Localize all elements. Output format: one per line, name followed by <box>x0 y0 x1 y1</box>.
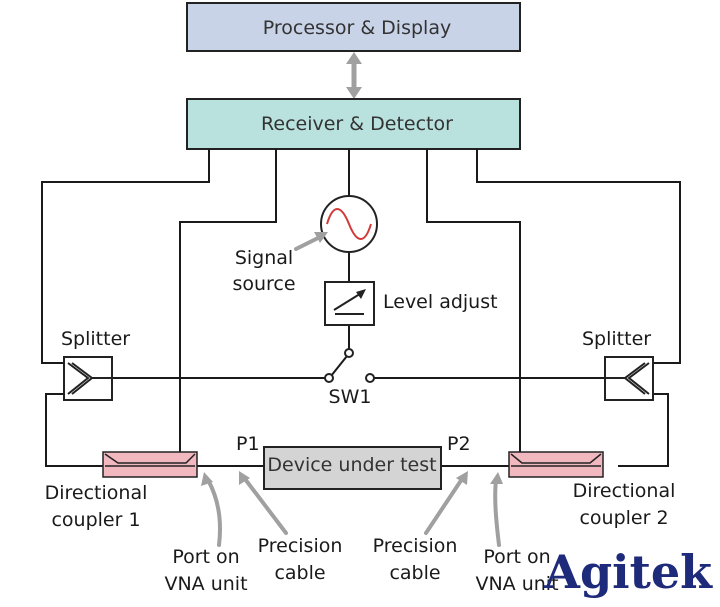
p1-label: P1 <box>236 433 260 455</box>
splitter-left-label: Splitter <box>61 328 130 350</box>
pointer-arrows <box>201 232 503 547</box>
signal-source-label-1: Signal <box>235 247 293 269</box>
processor-display-label: Processor & Display <box>263 17 451 39</box>
port-right-label-1: Port on <box>483 546 550 568</box>
sw1-switch <box>324 348 375 383</box>
receiver-detector-block: Receiver & Detector <box>186 98 521 150</box>
coupler-right-label-2: coupler 2 <box>579 507 668 529</box>
dut-label: Device under test <box>267 454 436 476</box>
cable-right-label-2: cable <box>389 562 440 584</box>
cable-left-label-2: cable <box>274 562 325 584</box>
text-labels: Signal source Level adjust Splitter Spli… <box>45 247 676 595</box>
receiver-detector-label: Receiver & Detector <box>261 113 453 135</box>
splitter-right-label: Splitter <box>582 328 651 350</box>
agitek-logo: Agitek <box>543 545 713 599</box>
bus-double-arrow <box>346 52 362 99</box>
signal-source <box>320 195 378 253</box>
port-left-label-2: VNA unit <box>164 573 247 595</box>
coupler-right-label-1: Directional <box>573 480 676 502</box>
sw1-label: SW1 <box>329 386 372 408</box>
p2-label: P2 <box>447 433 471 455</box>
port-left-label-1: Port on <box>172 546 239 568</box>
coupler-left-label-2: coupler 1 <box>51 509 140 531</box>
port-right-label-2: VNA unit <box>475 573 558 595</box>
level-adjust-box <box>324 281 375 326</box>
wiring <box>41 149 681 467</box>
splitter-left-symbol <box>63 356 113 401</box>
cable-left-label-1: Precision <box>258 535 343 557</box>
coupler-left-symbol <box>102 451 198 478</box>
coupler-left-label-1: Directional <box>45 482 148 504</box>
signal-source-label-2: source <box>232 273 295 295</box>
dut-block: Device under test <box>263 446 442 490</box>
cable-right-label-1: Precision <box>373 535 458 557</box>
processor-display-block: Processor & Display <box>186 2 521 52</box>
level-adjust-label: Level adjust <box>383 291 498 313</box>
coupler-right-symbol <box>508 451 604 478</box>
splitter-right-symbol <box>604 356 654 401</box>
